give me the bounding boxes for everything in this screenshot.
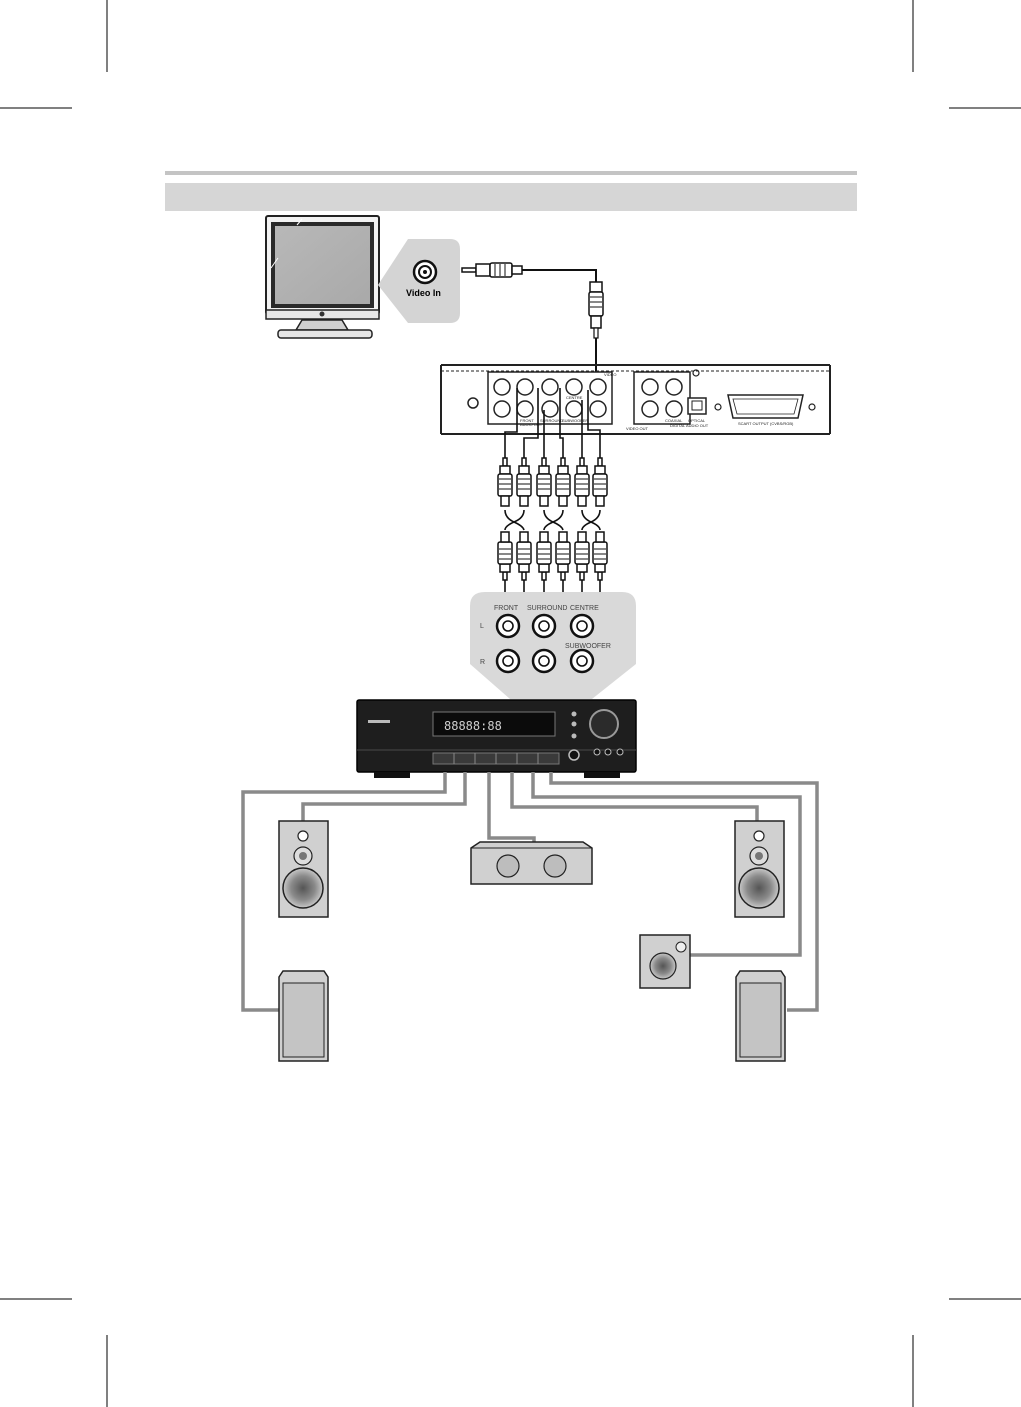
surround-right-speaker	[735, 970, 786, 1062]
rca-plug	[592, 457, 608, 507]
television	[265, 215, 380, 339]
subwoofer-speaker	[639, 934, 691, 989]
rca-plug	[555, 457, 571, 507]
label-subwoofer: SUBWOOFER	[562, 418, 588, 423]
label-digital-audio-out: DIGITAL AUDIO OUT	[670, 423, 709, 428]
label-video-out: VIDEO OUT	[626, 426, 649, 431]
label-optical: OPTICAL	[688, 418, 706, 423]
rca-plug	[497, 457, 513, 507]
rca-plug	[536, 457, 552, 507]
header-rule	[165, 171, 857, 175]
speaker-cables	[241, 772, 819, 1012]
video-cable	[461, 262, 604, 372]
label-surround: SURROUND	[540, 418, 563, 423]
video-in-label: Video In	[406, 288, 441, 298]
header-bar	[165, 183, 857, 211]
rca-plug	[516, 457, 532, 507]
rca-plug	[516, 531, 532, 581]
receiver-label-centre: CENTRE	[570, 605, 599, 612]
receiver-label-front: FRONT	[494, 605, 519, 612]
rca-plug	[574, 531, 590, 581]
receiver-input-jacks	[495, 613, 595, 674]
label-video: VIDEO	[604, 372, 616, 377]
av-amplifier: 88888:88	[356, 699, 637, 778]
front-right-speaker	[734, 820, 785, 918]
front-left-speaker	[278, 820, 329, 918]
receiver-label-surround: SURROUND	[527, 605, 567, 612]
amp-display-text: 88888:88	[444, 719, 502, 733]
receiver-label-right: R	[480, 659, 485, 666]
dvd-rear-panel: AUDIO OUT VIDEO OUT FRONT SURROUND CENTR…	[440, 364, 831, 435]
label-scart: SCART OUTPUT (CVBS/RGB)	[738, 421, 794, 426]
label-centre: CENTRE	[566, 395, 583, 400]
surround-left-speaker	[278, 970, 329, 1062]
rca-plug	[536, 531, 552, 581]
centre-speaker	[470, 841, 593, 885]
rca-plug	[592, 531, 608, 581]
receiver-label-left: L	[480, 623, 484, 630]
video-in-jack	[412, 259, 438, 285]
label-coaxial: COAXIAL	[665, 418, 683, 423]
label-audio-out: AUDIO OUT	[520, 422, 543, 427]
rca-plug	[555, 531, 571, 581]
receiver-label-subwoofer: SUBWOOFER	[565, 643, 611, 650]
rca-plug	[574, 457, 590, 507]
rca-plug	[497, 531, 513, 581]
rca-plugs	[497, 457, 608, 581]
label-front: FRONT	[520, 418, 534, 423]
